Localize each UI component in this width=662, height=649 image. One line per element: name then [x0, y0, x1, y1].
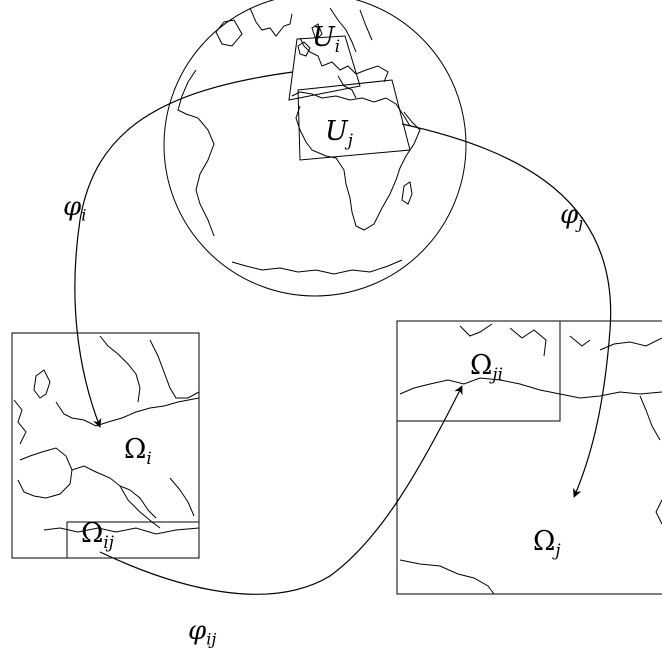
- omega-i-coastline-iberia: [17, 447, 73, 499]
- omega-j-coastline-east: [639, 395, 661, 441]
- omega-j-coastline-south: [399, 559, 495, 595]
- label-omega-i: Ωi: [124, 434, 152, 468]
- omega-j-coastline-north: [399, 377, 662, 399]
- chart-omega-j: [396, 320, 662, 595]
- label-omega-ij: Ωij: [81, 518, 114, 552]
- globe-coastline-scandinavia: [329, 7, 373, 53]
- arrow-phi-j: [401, 123, 612, 498]
- globe-coastline-americas: [177, 69, 215, 237]
- omega-i-coastline-africa: [43, 527, 200, 535]
- omega-j-frame: [396, 320, 662, 595]
- arrow-phi-ij: [99, 385, 463, 595]
- globe-outline: [163, 0, 467, 297]
- arrow-phi-i: [74, 71, 294, 428]
- omega-i-coastline-scandinavia: [149, 339, 200, 399]
- label-omega-j: Ωj: [533, 526, 561, 560]
- patch-u-j: [297, 79, 411, 161]
- label-phi-i: φi: [63, 192, 87, 225]
- omega-i-coastline-italy: [119, 485, 161, 529]
- omega-ij-frame: [66, 521, 200, 559]
- omega-j-coastline-top: [459, 323, 662, 357]
- omega-ji-frame: [396, 320, 561, 422]
- omega-i-coastline-west: [13, 399, 27, 445]
- globe-coastline-uk: [297, 23, 323, 57]
- omega-i-coastline-continent: [55, 397, 200, 427]
- label-omega-ji: Ωji: [470, 350, 503, 384]
- globe-coastline-europe: [249, 7, 389, 83]
- globe-coastline-mediterranean: [291, 91, 411, 127]
- omega-i-coastline-greece: [169, 477, 195, 517]
- omega-i-coastline-norway: [99, 335, 141, 403]
- patch-u-i: [288, 35, 361, 101]
- globe-coastline-africa: [295, 105, 421, 231]
- omega-j-coastline-horn: [655, 499, 662, 525]
- label-u-i: Ui: [312, 22, 341, 56]
- omega-i-coastline-uk: [33, 369, 51, 399]
- globe-coastline-madagascar: [401, 181, 413, 205]
- maps: [74, 71, 612, 595]
- label-phi-j: φj: [560, 200, 584, 233]
- globe-coastline-greenland: [215, 19, 243, 47]
- chart-omega-i: [11, 332, 200, 559]
- label-u-j: Uj: [325, 116, 353, 150]
- globe-coastline-antarctica: [231, 259, 403, 275]
- omega-i-coastline-med-north: [71, 465, 157, 519]
- label-phi-ij: φij: [188, 616, 217, 649]
